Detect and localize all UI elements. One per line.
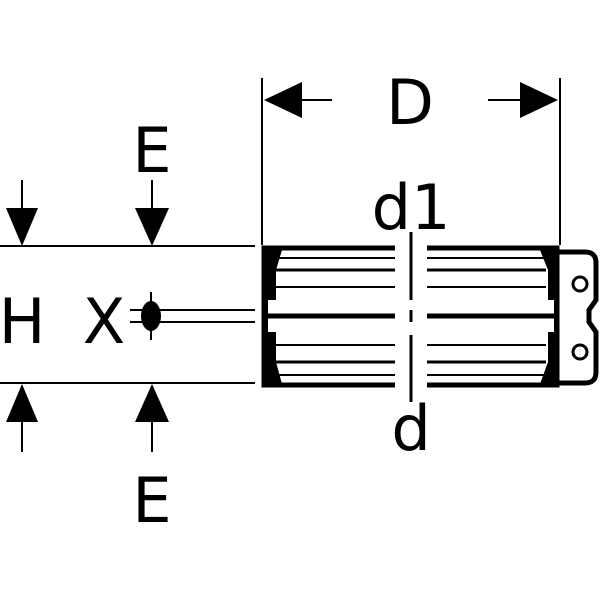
up-arrow-icon <box>6 384 38 422</box>
right-seal-profile <box>540 250 557 384</box>
dimension-d1-d: d1 d <box>372 171 451 465</box>
fitting-body <box>261 245 599 388</box>
down-arrow-icon <box>6 208 38 246</box>
dimension-H: H <box>0 180 45 452</box>
down-arrow-icon <box>135 208 169 246</box>
label-d: d <box>391 392 430 465</box>
label-X: X <box>83 285 125 358</box>
label-D: D <box>386 66 434 139</box>
up-arrow-icon <box>135 384 169 422</box>
label-d1: d1 <box>372 171 451 244</box>
label-H: H <box>0 285 45 358</box>
label-E-top: E <box>132 114 171 187</box>
dimension-E: E E <box>132 114 171 537</box>
axis-marker-X: X <box>83 285 255 358</box>
end-cap <box>557 249 599 386</box>
arrowhead-right-icon <box>520 82 558 118</box>
cap-hole-bottom-icon <box>571 343 589 361</box>
label-E-bottom: E <box>132 464 171 537</box>
dimension-D: D <box>261 66 561 245</box>
left-seal-profile <box>264 250 282 384</box>
arrowhead-left-icon <box>264 82 302 118</box>
cap-hole-top-icon <box>571 275 589 293</box>
